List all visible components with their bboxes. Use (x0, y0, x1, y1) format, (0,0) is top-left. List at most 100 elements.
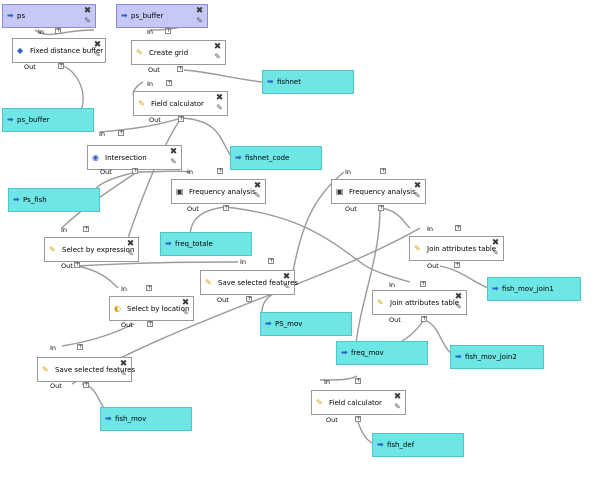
delete-icon[interactable]: ✖ (119, 359, 128, 369)
output-arrow-icon: ➡ (7, 115, 14, 124)
input-ps-buffer[interactable]: ➡ ps_buffer ✖✎ (116, 4, 208, 28)
edit-icon[interactable]: ✎ (196, 16, 203, 25)
algorithm-join-attributes-table-1[interactable]: ✎ Join attributes table ✖✎ (409, 236, 504, 261)
port-box[interactable]: + (118, 129, 125, 136)
node-label: freq_totale (175, 240, 213, 248)
delete-icon[interactable]: ✖ (169, 147, 178, 157)
port-box[interactable]: + (455, 224, 462, 231)
edit-icon[interactable]: ✎ (492, 248, 499, 257)
algorithm-field-calculator-1[interactable]: ✎ Field calculator ✖✎ (133, 91, 228, 116)
node-label: Intersection (105, 153, 147, 162)
edit-icon[interactable]: ✎ (94, 50, 101, 59)
delete-icon[interactable]: ✖ (126, 239, 135, 249)
port-out-label: Out (187, 205, 199, 213)
edit-icon[interactable]: ✎ (170, 157, 177, 166)
output-arrow-icon: ➡ (13, 195, 20, 204)
algorithm-save-selected-features-1[interactable]: ✎ Save selected features ✖✎ (200, 270, 299, 295)
node-label: fish_def (387, 441, 415, 449)
algorithm-fixed-distance-buffer[interactable]: ◆ Fixed distance buffer ✖✎ (12, 38, 106, 63)
port-box[interactable]: + (421, 315, 428, 322)
output-fish-def[interactable]: ➡ fish_def (372, 433, 464, 457)
algorithm-select-by-location[interactable]: ◐ Select by location ✖✎ (109, 296, 194, 321)
port-out-label: Out (345, 205, 357, 213)
port-out-label: Out (61, 262, 73, 270)
output-fish-mov[interactable]: ➡ fish_mov (100, 407, 192, 431)
port-box[interactable]: + (420, 280, 427, 287)
edit-icon[interactable]: ✎ (254, 191, 261, 200)
port-box[interactable]: + (146, 284, 153, 291)
algorithm-select-by-expression[interactable]: ✎ Select by expression ✖✎ (44, 237, 139, 262)
port-box[interactable]: + (147, 320, 154, 327)
port-box[interactable]: + (223, 204, 230, 211)
node-label: Save selected features (218, 278, 299, 287)
port-box[interactable]: + (178, 115, 185, 122)
edit-icon[interactable]: ✎ (455, 302, 462, 311)
delete-icon[interactable]: ✖ (213, 42, 222, 52)
port-box[interactable]: + (77, 343, 84, 350)
port-box[interactable]: + (132, 167, 139, 174)
edit-icon[interactable]: ✎ (120, 369, 127, 378)
algorithm-frequency-analysis-1[interactable]: ▣ Frequency analysis ✖✎ (171, 179, 266, 204)
node-label: fish_mov_join2 (465, 353, 517, 361)
delete-icon[interactable]: ✖ (181, 298, 190, 308)
script-icon: ▣ (176, 186, 184, 196)
output-fishnet-code[interactable]: ➡ fishnet_code (230, 146, 322, 170)
algorithm-intersection[interactable]: ◉ Intersection ✖✎ (87, 145, 182, 170)
port-box[interactable]: + (166, 79, 173, 86)
output-fishnet[interactable]: ➡ fishnet (262, 70, 354, 94)
output-freq-mov[interactable]: ➡ freq_mov (336, 341, 428, 365)
edit-icon[interactable]: ✎ (182, 308, 189, 317)
pencil-icon: ✎ (377, 297, 384, 307)
port-box[interactable]: + (58, 62, 65, 69)
delete-icon[interactable]: ✖ (454, 292, 463, 302)
edit-icon[interactable]: ✎ (84, 16, 91, 25)
delete-icon[interactable]: ✖ (253, 181, 262, 191)
port-box[interactable]: + (177, 65, 184, 72)
edit-icon[interactable]: ✎ (216, 103, 223, 112)
port-out-label: Out (427, 262, 439, 270)
port-box[interactable]: + (217, 167, 224, 174)
algorithm-create-grid[interactable]: ✎ Create grid ✖✎ (131, 40, 226, 65)
input-arrow-icon: ➡ (121, 11, 128, 20)
delete-icon[interactable]: ✖ (83, 6, 92, 16)
delete-icon[interactable]: ✖ (393, 392, 402, 402)
algorithm-join-attributes-table-2[interactable]: ✎ Join attributes table ✖✎ (372, 290, 467, 315)
port-box[interactable]: + (55, 27, 62, 34)
output-ps-mov[interactable]: ➡ PS_mov (260, 312, 352, 336)
port-box[interactable]: + (380, 167, 387, 174)
output-ps-fish[interactable]: ➡ Ps_fish (8, 188, 100, 212)
edit-icon[interactable]: ✎ (214, 52, 221, 61)
output-freq-totale[interactable]: ➡ freq_totale (160, 232, 252, 256)
node-label: Frequency analysis (189, 187, 256, 196)
delete-icon[interactable]: ✖ (491, 238, 500, 248)
input-ps[interactable]: ➡ ps ✖✎ (2, 4, 96, 28)
algorithm-field-calculator-2[interactable]: ✎ Field calculator ✖✎ (311, 390, 406, 415)
output-ps-buffer[interactable]: ➡ ps_buffer (2, 108, 94, 132)
port-box[interactable]: + (246, 295, 253, 302)
edit-icon[interactable]: ✎ (127, 249, 134, 258)
algorithm-frequency-analysis-2[interactable]: ▣ Frequency analysis ✖✎ (331, 179, 426, 204)
output-fish-mov-join2[interactable]: ➡ fish_mov_join2 (450, 345, 544, 369)
delete-icon[interactable]: ✖ (215, 93, 224, 103)
edit-icon[interactable]: ✎ (414, 191, 421, 200)
port-box[interactable]: + (378, 204, 385, 211)
port-box[interactable]: + (83, 381, 90, 388)
port-box[interactable]: + (74, 261, 81, 268)
port-out-label: Out (148, 66, 160, 74)
port-box[interactable]: + (268, 257, 275, 264)
port-box[interactable]: + (454, 261, 461, 268)
delete-icon[interactable]: ✖ (93, 40, 102, 50)
algorithm-save-selected-features-2[interactable]: ✎ Save selected features ✖✎ (37, 357, 135, 382)
delete-icon[interactable]: ✖ (195, 6, 204, 16)
port-box[interactable]: + (355, 415, 362, 422)
port-box[interactable]: + (165, 27, 172, 34)
edit-icon[interactable]: ✎ (283, 282, 290, 291)
edit-icon[interactable]: ✎ (394, 402, 401, 411)
output-fish-mov-join1[interactable]: ➡ fish_mov_join1 (487, 277, 581, 301)
port-box[interactable]: + (355, 377, 362, 384)
delete-icon[interactable]: ✖ (282, 272, 291, 282)
delete-icon[interactable]: ✖ (413, 181, 422, 191)
port-box[interactable]: + (83, 225, 90, 232)
output-arrow-icon: ➡ (235, 153, 242, 162)
